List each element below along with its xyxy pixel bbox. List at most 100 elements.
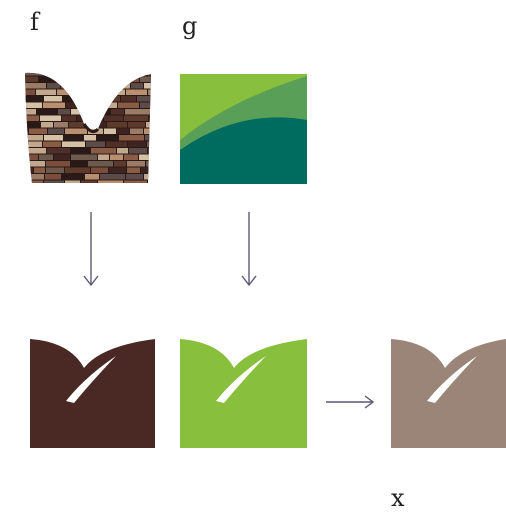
- brick: [37, 109, 57, 115]
- brick: [62, 141, 85, 147]
- arrow-head: [364, 395, 375, 409]
- brick: [25, 83, 46, 89]
- brick: [106, 141, 127, 147]
- brick: [61, 83, 79, 89]
- brick: [62, 174, 84, 180]
- brick: [69, 122, 92, 128]
- brick: [66, 102, 85, 108]
- brick: [65, 128, 87, 134]
- center-notch: [82, 123, 100, 134]
- label-f: f: [30, 8, 39, 36]
- brick: [86, 102, 102, 108]
- brick: [97, 135, 118, 141]
- brick: [44, 72, 56, 76]
- brick: [130, 128, 143, 134]
- hills-front-layer: [180, 117, 307, 184]
- brick: [29, 128, 47, 134]
- brick: [44, 135, 63, 141]
- arrow-f-down: [83, 212, 99, 287]
- brick: [25, 76, 38, 82]
- brick: [71, 154, 97, 160]
- brick: [148, 89, 151, 95]
- brick: [46, 161, 70, 167]
- brick: [34, 167, 45, 173]
- brick: [90, 109, 110, 115]
- brick: [25, 109, 36, 115]
- brick: [25, 72, 43, 76]
- brick: [129, 148, 147, 154]
- brick: [100, 76, 112, 82]
- brick: [125, 109, 150, 115]
- brick: [93, 122, 106, 128]
- shape-x-result: [391, 339, 506, 448]
- brick: [57, 89, 80, 95]
- brick: [25, 161, 45, 167]
- brick: [144, 174, 151, 180]
- label-x: x: [391, 484, 405, 512]
- brick: [25, 135, 43, 141]
- texture-f-input: [25, 72, 151, 183]
- brick: [47, 148, 70, 154]
- brick: [82, 96, 97, 102]
- brick: [25, 174, 44, 180]
- brick: [43, 141, 61, 147]
- brick: [25, 154, 38, 160]
- brick: [107, 122, 127, 128]
- brick: [126, 174, 143, 180]
- brick: [45, 174, 61, 180]
- brick: [25, 128, 28, 134]
- shape-f-output: [30, 339, 155, 448]
- brick: [110, 154, 123, 160]
- brick: [95, 89, 113, 95]
- brick: [54, 122, 68, 128]
- shape-g-output: [180, 339, 307, 448]
- brick: [25, 115, 39, 121]
- brick: [114, 83, 130, 89]
- brick: [77, 115, 90, 121]
- brick: [141, 167, 151, 173]
- brick: [39, 76, 58, 82]
- brick: [127, 161, 145, 167]
- brick: [146, 122, 151, 128]
- brick: [85, 174, 99, 180]
- brick: [98, 154, 109, 160]
- brick: [113, 76, 139, 82]
- brick: [48, 128, 64, 134]
- brick: [127, 167, 140, 173]
- brick: [128, 122, 145, 128]
- arrow-right: [326, 395, 375, 409]
- brick: [128, 141, 146, 147]
- brick: [104, 115, 123, 121]
- brick: [140, 76, 151, 82]
- brick: [114, 89, 125, 95]
- brick: [100, 174, 125, 180]
- brick: [109, 167, 126, 173]
- brick: [131, 83, 143, 89]
- arrow-head: [83, 275, 99, 287]
- brick: [148, 180, 151, 183]
- brick: [86, 141, 105, 147]
- brick: [44, 96, 62, 102]
- brick: [25, 148, 46, 154]
- brick: [126, 72, 147, 76]
- brick: [140, 102, 151, 108]
- brick: [25, 167, 33, 173]
- brick: [36, 89, 56, 95]
- brick: [80, 83, 99, 89]
- brick: [144, 83, 151, 89]
- brick: [98, 96, 120, 102]
- brick: [76, 72, 88, 76]
- brick: [148, 148, 151, 154]
- brick: [110, 72, 125, 76]
- brick: [124, 115, 148, 121]
- brick: [44, 180, 64, 183]
- brick: [58, 109, 70, 115]
- brick: [62, 115, 76, 121]
- brick: [40, 115, 61, 121]
- brick: [71, 148, 90, 154]
- brick: [147, 141, 151, 147]
- brick: [25, 89, 35, 95]
- brick: [111, 109, 124, 115]
- brick: [119, 135, 144, 141]
